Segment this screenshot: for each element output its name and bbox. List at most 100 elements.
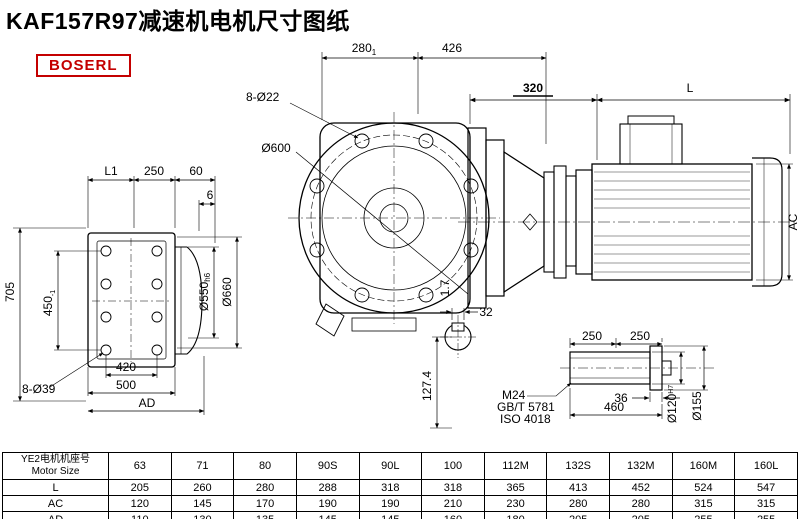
value-cell: 210 <box>421 495 485 512</box>
fillet-label: 1.7 <box>438 279 452 296</box>
row-label-cell: L <box>2 479 109 496</box>
dia-660-label: Ø660 <box>220 277 234 307</box>
value-cell: 365 <box>483 479 548 496</box>
size-header-cell: 132S <box>546 452 610 480</box>
dim-426-label: 426 <box>442 41 462 55</box>
motor-size-header-cn: YE2电机机座号 <box>21 454 90 465</box>
dim-l-label: L <box>687 81 694 95</box>
value-cell: 260 <box>170 479 235 496</box>
value-cell: 190 <box>358 495 423 512</box>
dia-600-label: Ø600 <box>261 141 291 155</box>
front-view <box>288 52 547 337</box>
shaft-detail <box>527 338 716 419</box>
value-cell: 145 <box>295 511 360 519</box>
shaft-section-labels: 32 127.4 <box>420 305 493 401</box>
dia-120h7-label: Ø120H7 <box>665 385 679 423</box>
side-view <box>458 94 798 309</box>
dim-ac-label: AC <box>786 213 800 230</box>
value-cell: 145 <box>358 511 423 519</box>
bolt-note-8d22-label: 8-Ø22 <box>246 90 280 104</box>
value-cell: 280 <box>609 495 673 512</box>
bolt-spec-m24-label: M24 <box>502 388 526 402</box>
left-view-labels: L1 250 60 6 705 450-1 8-Ø39 420 500 AD Ø… <box>3 164 234 410</box>
size-header-cell: 90L <box>358 452 423 480</box>
value-cell: 190 <box>295 495 360 512</box>
row-label-cell: AD <box>2 511 109 519</box>
value-cell: 135 <box>233 511 297 519</box>
value-cell: 180 <box>483 511 548 519</box>
side-view-labels: 320 L AC <box>523 81 800 230</box>
value-cell: 315 <box>734 495 798 512</box>
row-label-cell: AC <box>2 495 109 512</box>
boserl-logo-text: BOSERL <box>49 57 118 74</box>
value-cell: 170 <box>233 495 297 512</box>
value-cell: 280 <box>546 495 610 512</box>
size-header-cell: 160M <box>671 452 736 480</box>
value-cell: 547 <box>734 479 798 496</box>
size-header-cell: 132M <box>609 452 673 480</box>
dim-32-label: 32 <box>479 305 493 319</box>
value-cell: 205 <box>609 511 673 519</box>
dim-250-label: 250 <box>144 164 164 178</box>
dia-550h6-label: Ø550h6 <box>197 272 212 311</box>
table-row: AD110130135145145160180205205255255 <box>2 511 798 519</box>
size-header-cell: 71 <box>170 452 235 480</box>
value-cell: 110 <box>108 511 172 519</box>
shaft-detail-labels: 250 250 M24 GB/T 5781 ISO 4018 36 460 Ø1… <box>497 329 704 426</box>
value-cell: 160 <box>421 511 485 519</box>
value-cell: 452 <box>609 479 673 496</box>
value-cell: 205 <box>546 511 610 519</box>
dim-280-label: 2801 <box>352 41 377 57</box>
front-view-labels: 2801 426 8-Ø22 Ø600 1.7 <box>246 41 462 296</box>
technical-drawing: L1 250 60 6 705 450-1 8-Ø39 420 500 AD Ø… <box>3 41 800 429</box>
value-cell: 205 <box>108 479 172 496</box>
dim-60-label: 60 <box>189 164 203 178</box>
size-header-cell: 112M <box>483 452 548 480</box>
dim-500-label: 500 <box>116 378 136 392</box>
value-cell: 145 <box>170 495 235 512</box>
dim-127-label: 127.4 <box>420 371 434 401</box>
value-cell: 230 <box>483 495 548 512</box>
size-header-cell: 90S <box>295 452 360 480</box>
value-cell: 318 <box>421 479 485 496</box>
dim-460-label: 460 <box>604 400 624 414</box>
dim-320-label: 320 <box>523 81 543 95</box>
value-cell: 255 <box>671 511 736 519</box>
boserl-logo: BOSERL <box>36 54 131 77</box>
dim-420-label: 420 <box>116 360 136 374</box>
left-view <box>87 232 203 368</box>
left-view-dimensions <box>13 176 242 415</box>
dim-6-label: 6 <box>207 188 214 202</box>
value-cell: 524 <box>671 479 736 496</box>
bolt-spec-iso-label: ISO 4018 <box>500 412 551 426</box>
size-header-cell: 160L <box>734 452 798 480</box>
dim-l1-label: L1 <box>104 164 118 178</box>
bolt-note-8d39-label: 8-Ø39 <box>22 382 56 396</box>
value-cell: 413 <box>546 479 610 496</box>
value-cell: 318 <box>358 479 423 496</box>
motor-size-header-en: Motor Size <box>31 466 80 477</box>
value-cell: 315 <box>671 495 736 512</box>
value-cell: 288 <box>295 479 360 496</box>
size-header-cell: 100 <box>421 452 485 480</box>
dim-250a-label: 250 <box>582 329 602 343</box>
bolt-spec-gbt-label: GB/T 5781 <box>497 400 555 414</box>
dim-250b-label: 250 <box>630 329 650 343</box>
dim-705-label: 705 <box>3 282 17 302</box>
value-cell: 255 <box>734 511 798 519</box>
dia-155-label: Ø155 <box>690 391 704 421</box>
page-title: KAF157R97减速机电机尺寸图纸 <box>6 8 350 34</box>
dim-36-label: 36 <box>614 391 628 405</box>
dim-ad-label: AD <box>139 396 156 410</box>
size-header-cell: 80 <box>233 452 297 480</box>
value-cell: 280 <box>233 479 297 496</box>
shaft-section-detail <box>430 308 478 429</box>
motor-size-header-cell: YE2电机机座号 Motor Size <box>2 452 109 480</box>
value-cell: 120 <box>108 495 172 512</box>
